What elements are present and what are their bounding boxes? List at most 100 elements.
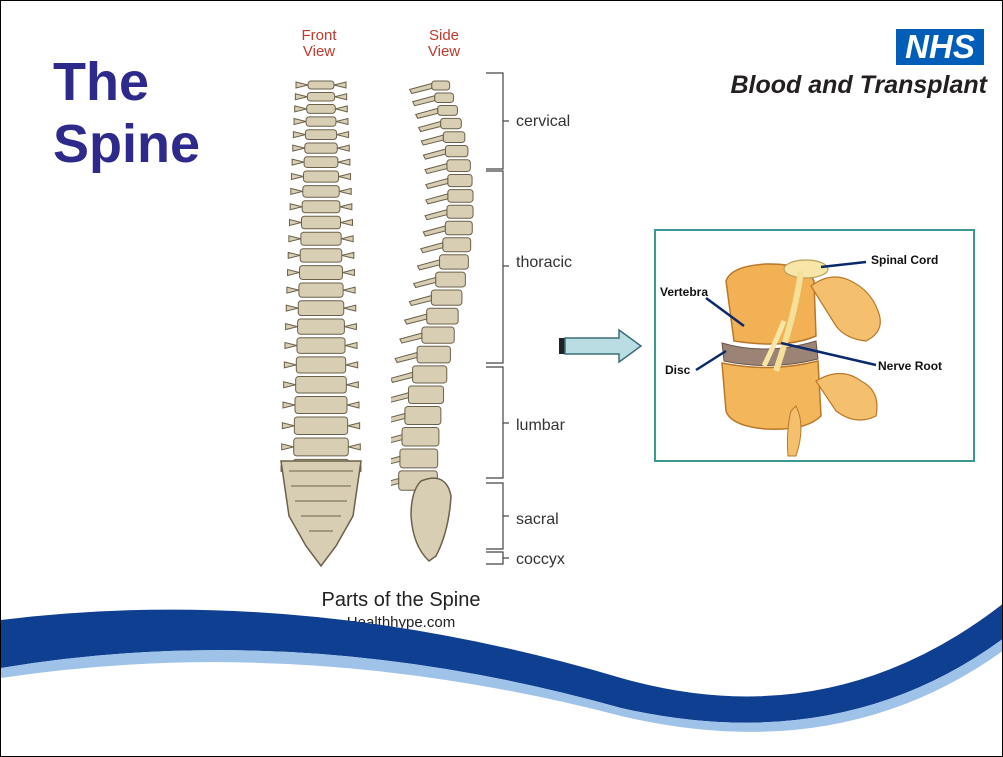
front-vertebra	[306, 117, 336, 126]
front-vertebra	[307, 93, 334, 101]
side-spinous-process	[419, 122, 441, 132]
side-spinous-process	[426, 179, 448, 189]
nhs-logo-badge: NHS	[896, 29, 984, 65]
side-view-line-2: View	[419, 44, 469, 60]
vertebra-detail-inset: Spinal Cord Vertebra Disc Nerve Root	[654, 229, 975, 462]
region-brackets	[481, 71, 511, 571]
region-label-coccyx: coccyx	[516, 551, 565, 569]
arrow-right-icon	[559, 328, 645, 364]
front-vertebra	[307, 104, 336, 113]
side-vertebra	[417, 346, 450, 363]
side-vertebra	[435, 93, 454, 102]
side-vertebra	[447, 205, 473, 218]
side-vertebra	[441, 118, 462, 128]
side-view-line-1: Side	[419, 28, 469, 44]
side-spinous-process	[414, 278, 436, 288]
side-spinous-process	[421, 135, 443, 145]
side-spinous-process	[391, 435, 402, 445]
front-view-label: Front View	[294, 28, 344, 60]
side-vertebra	[448, 174, 472, 186]
front-view-spine-illustration	[261, 76, 381, 576]
front-vertebra	[294, 417, 347, 434]
side-spinous-process	[395, 353, 417, 363]
side-vertebra	[436, 272, 466, 287]
front-vertebra	[302, 216, 341, 229]
label-disc: Disc	[665, 363, 690, 377]
side-spinous-process	[391, 414, 405, 424]
front-vertebra	[303, 171, 338, 182]
side-vertebra	[447, 160, 470, 172]
title-line-2: Spine	[53, 113, 200, 175]
front-vertebra	[296, 357, 345, 373]
region-label-thoracic: thoracic	[516, 254, 572, 272]
side-vertebra	[443, 132, 465, 143]
side-spinous-process	[410, 84, 432, 94]
side-vertebra	[422, 327, 454, 343]
side-vertebra	[402, 428, 439, 446]
coccyx-bracket	[486, 552, 503, 564]
side-vertebra	[445, 221, 472, 235]
side-vertebra	[427, 308, 459, 324]
thoracic-bracket	[486, 171, 503, 363]
side-vertebra	[443, 238, 471, 252]
front-vertebra	[308, 81, 334, 89]
lumbar-bracket	[486, 367, 503, 478]
decorative-wave	[1, 598, 1003, 757]
side-spinous-process	[405, 314, 427, 324]
front-view-line-2: View	[294, 44, 344, 60]
front-vertebra	[294, 438, 349, 456]
side-sacrum	[411, 478, 451, 561]
side-spinous-process	[423, 226, 445, 236]
sacral-bracket	[486, 483, 503, 549]
side-spinous-process	[416, 108, 438, 118]
front-vertebra	[298, 319, 345, 334]
side-spinous-process	[425, 210, 447, 220]
side-spinous-process	[391, 479, 399, 489]
front-vertebra	[300, 249, 342, 262]
side-vertebra	[448, 190, 473, 203]
disc-pointer	[696, 351, 726, 370]
label-vertebra: Vertebra	[660, 285, 708, 299]
side-vertebra	[445, 146, 468, 157]
front-vertebra	[302, 201, 340, 213]
front-vertebra	[300, 266, 343, 280]
front-sacrum	[281, 461, 361, 566]
side-spinous-process	[391, 456, 400, 466]
front-vertebra	[296, 376, 347, 393]
region-label-lumbar: lumbar	[516, 417, 565, 435]
title-line-1: The	[53, 51, 200, 113]
label-nerve-root: Nerve Root	[878, 359, 942, 373]
side-spinous-process	[391, 393, 408, 403]
side-view-label: Side View	[419, 28, 469, 60]
side-spinous-process	[413, 96, 435, 106]
front-vertebra	[298, 301, 344, 316]
side-vertebra	[440, 255, 469, 269]
side-vertebra	[408, 386, 443, 404]
front-vertebra	[305, 130, 336, 140]
side-vertebra	[432, 81, 450, 90]
front-vertebra	[297, 338, 345, 354]
side-vertebra	[405, 407, 441, 425]
front-vertebra	[295, 397, 347, 414]
side-spinous-process	[400, 333, 422, 343]
side-spinous-process	[421, 243, 443, 253]
label-spinal-cord: Spinal Cord	[871, 253, 938, 267]
side-spinous-process	[418, 260, 440, 270]
front-vertebra	[305, 143, 338, 153]
side-vertebra	[413, 366, 447, 383]
region-label-cervical: cervical	[516, 113, 570, 131]
front-vertebra	[299, 283, 343, 297]
cervical-bracket	[486, 73, 503, 169]
side-spinous-process	[426, 194, 448, 204]
front-view-line-1: Front	[294, 28, 344, 44]
side-spinous-process	[409, 296, 431, 306]
front-vertebra	[304, 157, 338, 168]
spinal-cord-pointer	[821, 262, 866, 267]
nhs-logo-subtitle: Blood and Transplant	[677, 71, 987, 100]
front-vertebra	[301, 232, 341, 245]
side-spinous-process	[425, 164, 447, 174]
side-vertebra	[400, 449, 438, 468]
region-label-sacral: sacral	[516, 511, 559, 529]
side-spinous-process	[423, 149, 445, 159]
